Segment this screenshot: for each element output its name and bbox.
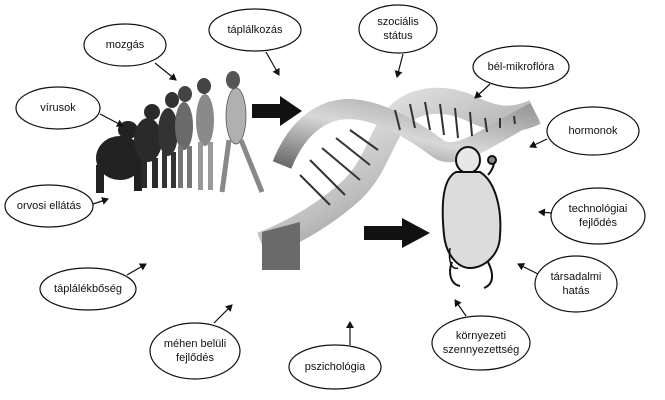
label-mehen: méhen belüli fejlődés [163, 338, 227, 364]
bubble-pszichologia [288, 344, 382, 390]
big-arrow-top [252, 96, 302, 126]
human-evolution-icon [96, 71, 265, 193]
label-taplalkozas: táplálkozás [227, 24, 283, 36]
bubble-technologiai [550, 187, 646, 245]
arrow-szocialis [394, 53, 404, 78]
label-hormonok: hormonok [568, 125, 618, 137]
bubble-kornyezeti [431, 315, 531, 371]
label-szocialis: szociális státus [377, 16, 419, 42]
arrow-technologiai [538, 208, 553, 217]
label-kornyezeti: környezeti szennyezettség [442, 330, 520, 356]
label-belmikroflora: bél-mikroflóra [487, 61, 555, 73]
arrow-virusok [99, 113, 124, 127]
bubble-tarsadalmi [534, 255, 618, 313]
pointer-arrows [92, 51, 553, 345]
factor-bubbles [4, 4, 646, 390]
bubble-orvosi [4, 184, 94, 228]
arrow-belmikroflora [474, 83, 491, 99]
bubble-taplalkozas [208, 8, 302, 52]
arrow-hormonok [529, 138, 548, 149]
label-technologiai: technológiai fejlődés [568, 203, 628, 229]
arrow-mozgas [154, 62, 177, 81]
arrow-taplalkozas [265, 51, 280, 76]
label-tarsadalmi: társadalmi hatás [550, 271, 602, 297]
bubble-taplalekbolseg [39, 267, 137, 311]
dna-helix-icon [257, 87, 541, 270]
bubble-virusok [15, 86, 101, 130]
bubble-mehen [149, 322, 241, 380]
bubble-hormonok [546, 106, 640, 156]
arrow-orvosi [92, 197, 109, 205]
label-taplalekbolseg: táplálékbőség [54, 283, 122, 295]
arrow-tarsadalmi [517, 263, 539, 275]
arrow-taplalekbolseg [126, 263, 147, 276]
arrow-kornyezeti [454, 299, 467, 317]
bubble-belmikroflora [472, 45, 570, 89]
bubble-mozgas [83, 23, 167, 67]
obese-person-icon [441, 146, 502, 289]
label-mozgas: mozgás [105, 39, 145, 51]
label-orvosi: orvosi ellátás [16, 200, 82, 212]
big-arrow-bottom [364, 218, 430, 248]
label-virusok: vírusok [40, 102, 76, 114]
label-pszichologia: pszichológia [304, 361, 366, 373]
arrow-mehen [213, 304, 233, 324]
bubble-szocialis [358, 4, 438, 54]
